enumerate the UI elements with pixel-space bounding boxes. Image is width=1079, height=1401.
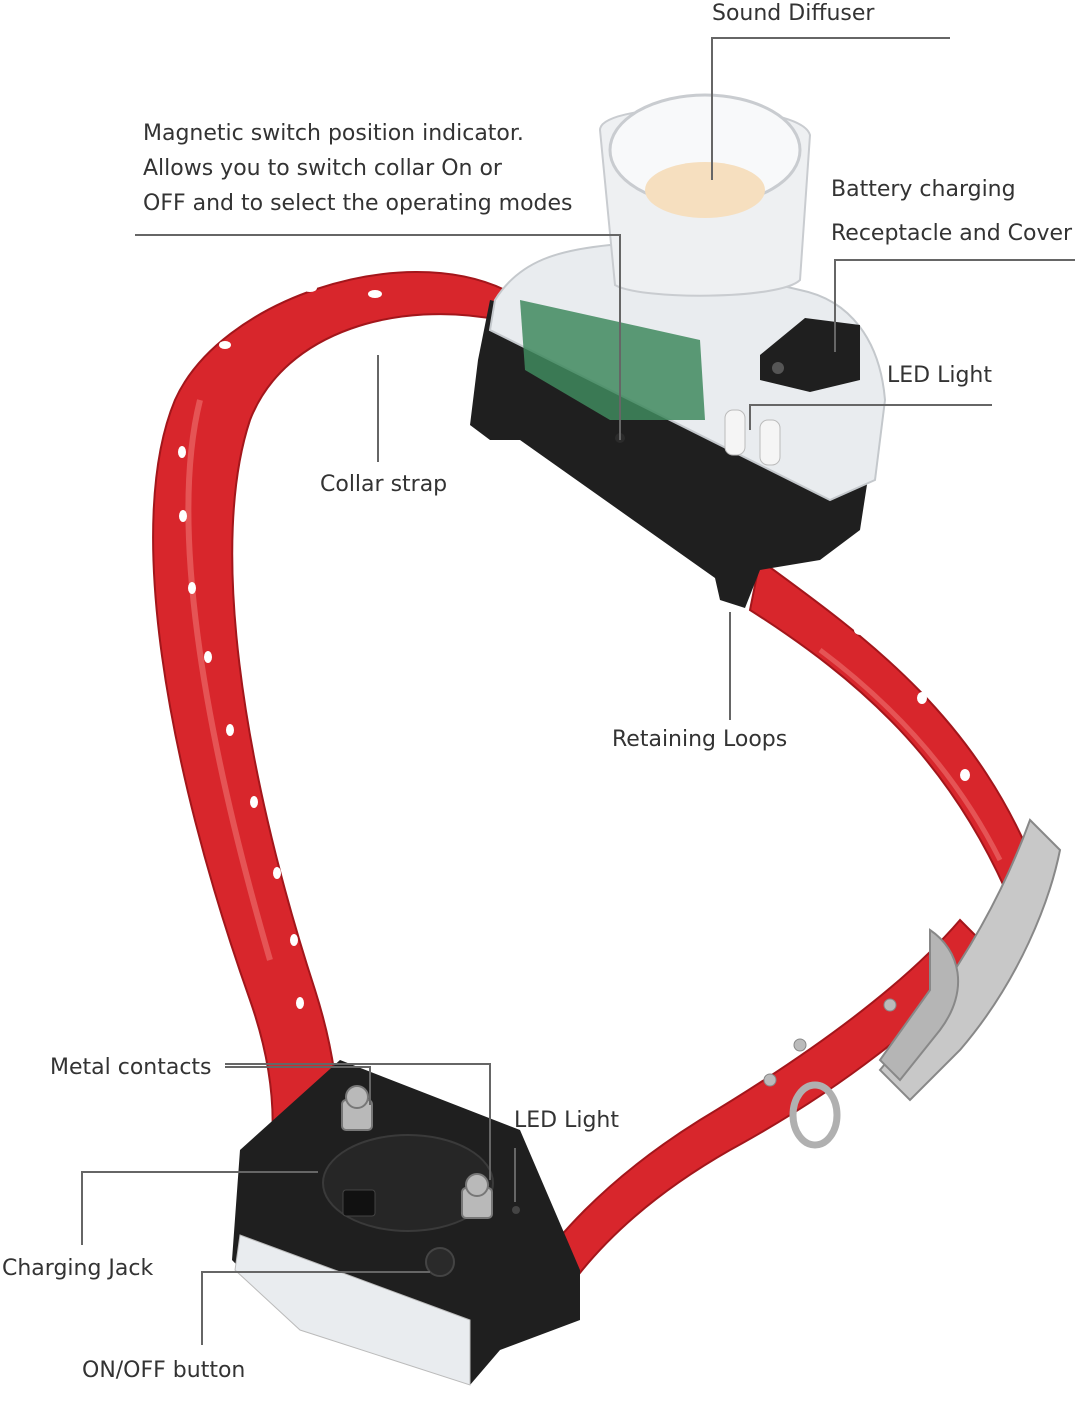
label-magnetic-switch-line-1: Magnetic switch position indicator. (143, 121, 524, 146)
label-led-light-bottom: LED Light (514, 1108, 619, 1133)
label-led-light-top: LED Light (887, 363, 992, 388)
label-battery-charging-line-1: Battery charging (831, 177, 1016, 202)
label-battery-charging-line-2: Receptacle and Cover (831, 221, 1073, 246)
collar-strap-shape (152, 271, 1042, 1333)
label-metal-contacts: Metal contacts (50, 1055, 212, 1080)
label-battery-charging: Battery charging Receptacle and Cover (831, 168, 1072, 256)
label-retaining-loops: Retaining Loops (612, 727, 788, 752)
top-unit-shape (470, 93, 887, 608)
leader-lines (81, 37, 1075, 1345)
bottom-unit-shape (232, 1060, 580, 1386)
label-collar-strap: Collar strap (320, 472, 448, 497)
label-sound-diffuser: Sound Diffuser (712, 1, 875, 26)
buckle-shape (763, 818, 1062, 1149)
label-magnetic-switch: Magnetic switch position indicator. Allo… (143, 116, 573, 221)
label-magnetic-switch-line-2: Allows you to switch collar On or (143, 156, 502, 181)
label-on-off-button: ON/OFF button (82, 1358, 246, 1383)
label-charging-jack: Charging Jack (2, 1256, 154, 1281)
label-magnetic-switch-line-3: OFF and to select the operating modes (143, 191, 573, 216)
